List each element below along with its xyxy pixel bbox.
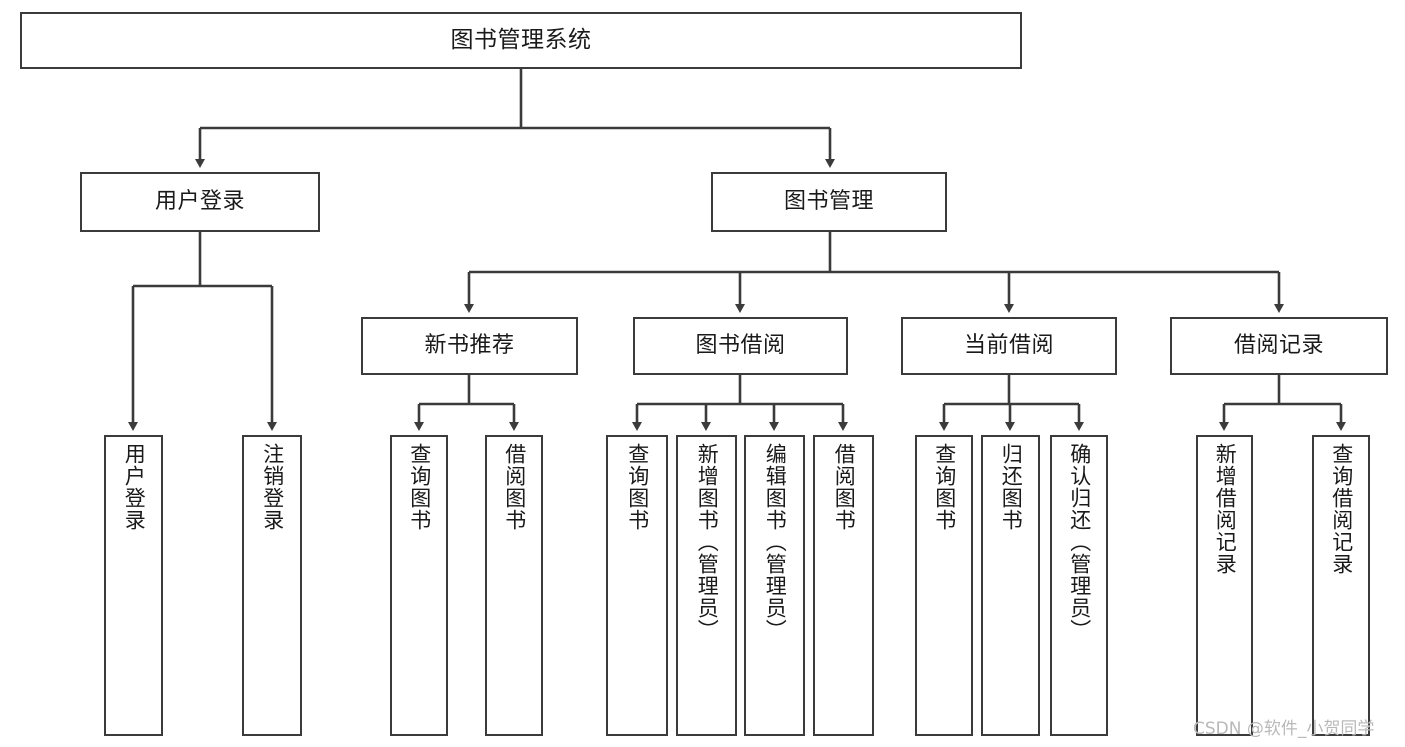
leaf-query-borrow-record[interactable]: 查询借阅记录 bbox=[1312, 435, 1370, 736]
node-current-borrow-label: 当前借阅 bbox=[963, 332, 1054, 358]
leaf-user-login[interactable]: 用户登录 bbox=[104, 435, 163, 736]
leaf-confirm-return-admin-label: 确认归还（管理员） bbox=[1067, 443, 1092, 641]
leaf-logout-label: 注销登录 bbox=[260, 443, 285, 531]
leaf-add-borrow-record[interactable]: 新增借阅记录 bbox=[1196, 435, 1253, 736]
leaf-add-borrow-record-label: 新增借阅记录 bbox=[1213, 443, 1238, 575]
leaf-return-book-label: 归还图书 bbox=[999, 443, 1024, 531]
node-current-borrow[interactable]: 当前借阅 bbox=[901, 317, 1117, 375]
node-new-book-recommend[interactable]: 新书推荐 bbox=[361, 317, 578, 375]
leaf-confirm-return-admin[interactable]: 确认归还（管理员） bbox=[1050, 435, 1108, 736]
node-user-login-label: 用户登录 bbox=[154, 188, 245, 214]
node-new-book-recommend-label: 新书推荐 bbox=[424, 332, 515, 358]
leaf-query-book-current-label: 查询图书 bbox=[932, 443, 957, 531]
leaf-borrow-book-label: 借阅图书 bbox=[832, 443, 857, 531]
leaf-query-book-current[interactable]: 查询图书 bbox=[915, 435, 973, 736]
leaf-user-login-label: 用户登录 bbox=[122, 443, 147, 531]
leaf-add-book-admin-label: 新增图书（管理员） bbox=[695, 443, 720, 641]
node-book-borrow-label: 图书借阅 bbox=[695, 332, 786, 358]
leaf-logout[interactable]: 注销登录 bbox=[242, 435, 302, 736]
leaf-query-book-borrow[interactable]: 查询图书 bbox=[606, 435, 668, 736]
leaf-query-book-recommend[interactable]: 查询图书 bbox=[390, 435, 448, 736]
watermark: CSDN @软件_小贺同学 bbox=[1193, 719, 1375, 739]
leaf-edit-book-admin-label: 编辑图书（管理员） bbox=[763, 443, 788, 641]
node-root[interactable]: 图书管理系统 bbox=[20, 12, 1022, 69]
node-book-borrow[interactable]: 图书借阅 bbox=[633, 317, 848, 375]
node-book-management[interactable]: 图书管理 bbox=[711, 172, 947, 232]
leaf-borrow-book-recommend-label: 借阅图书 bbox=[502, 443, 527, 531]
leaf-query-borrow-record-label: 查询借阅记录 bbox=[1329, 443, 1354, 575]
node-book-management-label: 图书管理 bbox=[783, 188, 874, 214]
leaf-query-book-borrow-label: 查询图书 bbox=[625, 443, 650, 531]
leaf-add-book-admin[interactable]: 新增图书（管理员） bbox=[676, 435, 737, 736]
leaf-return-book[interactable]: 归还图书 bbox=[981, 435, 1040, 736]
node-root-label: 图书管理系统 bbox=[450, 26, 592, 53]
leaf-edit-book-admin[interactable]: 编辑图书（管理员） bbox=[744, 435, 805, 736]
node-user-login[interactable]: 用户登录 bbox=[80, 172, 320, 232]
leaf-query-book-recommend-label: 查询图书 bbox=[407, 443, 432, 531]
node-borrow-record[interactable]: 借阅记录 bbox=[1170, 317, 1388, 375]
leaf-borrow-book-recommend[interactable]: 借阅图书 bbox=[485, 435, 543, 736]
leaf-borrow-book[interactable]: 借阅图书 bbox=[813, 435, 874, 736]
node-borrow-record-label: 借阅记录 bbox=[1233, 332, 1324, 358]
